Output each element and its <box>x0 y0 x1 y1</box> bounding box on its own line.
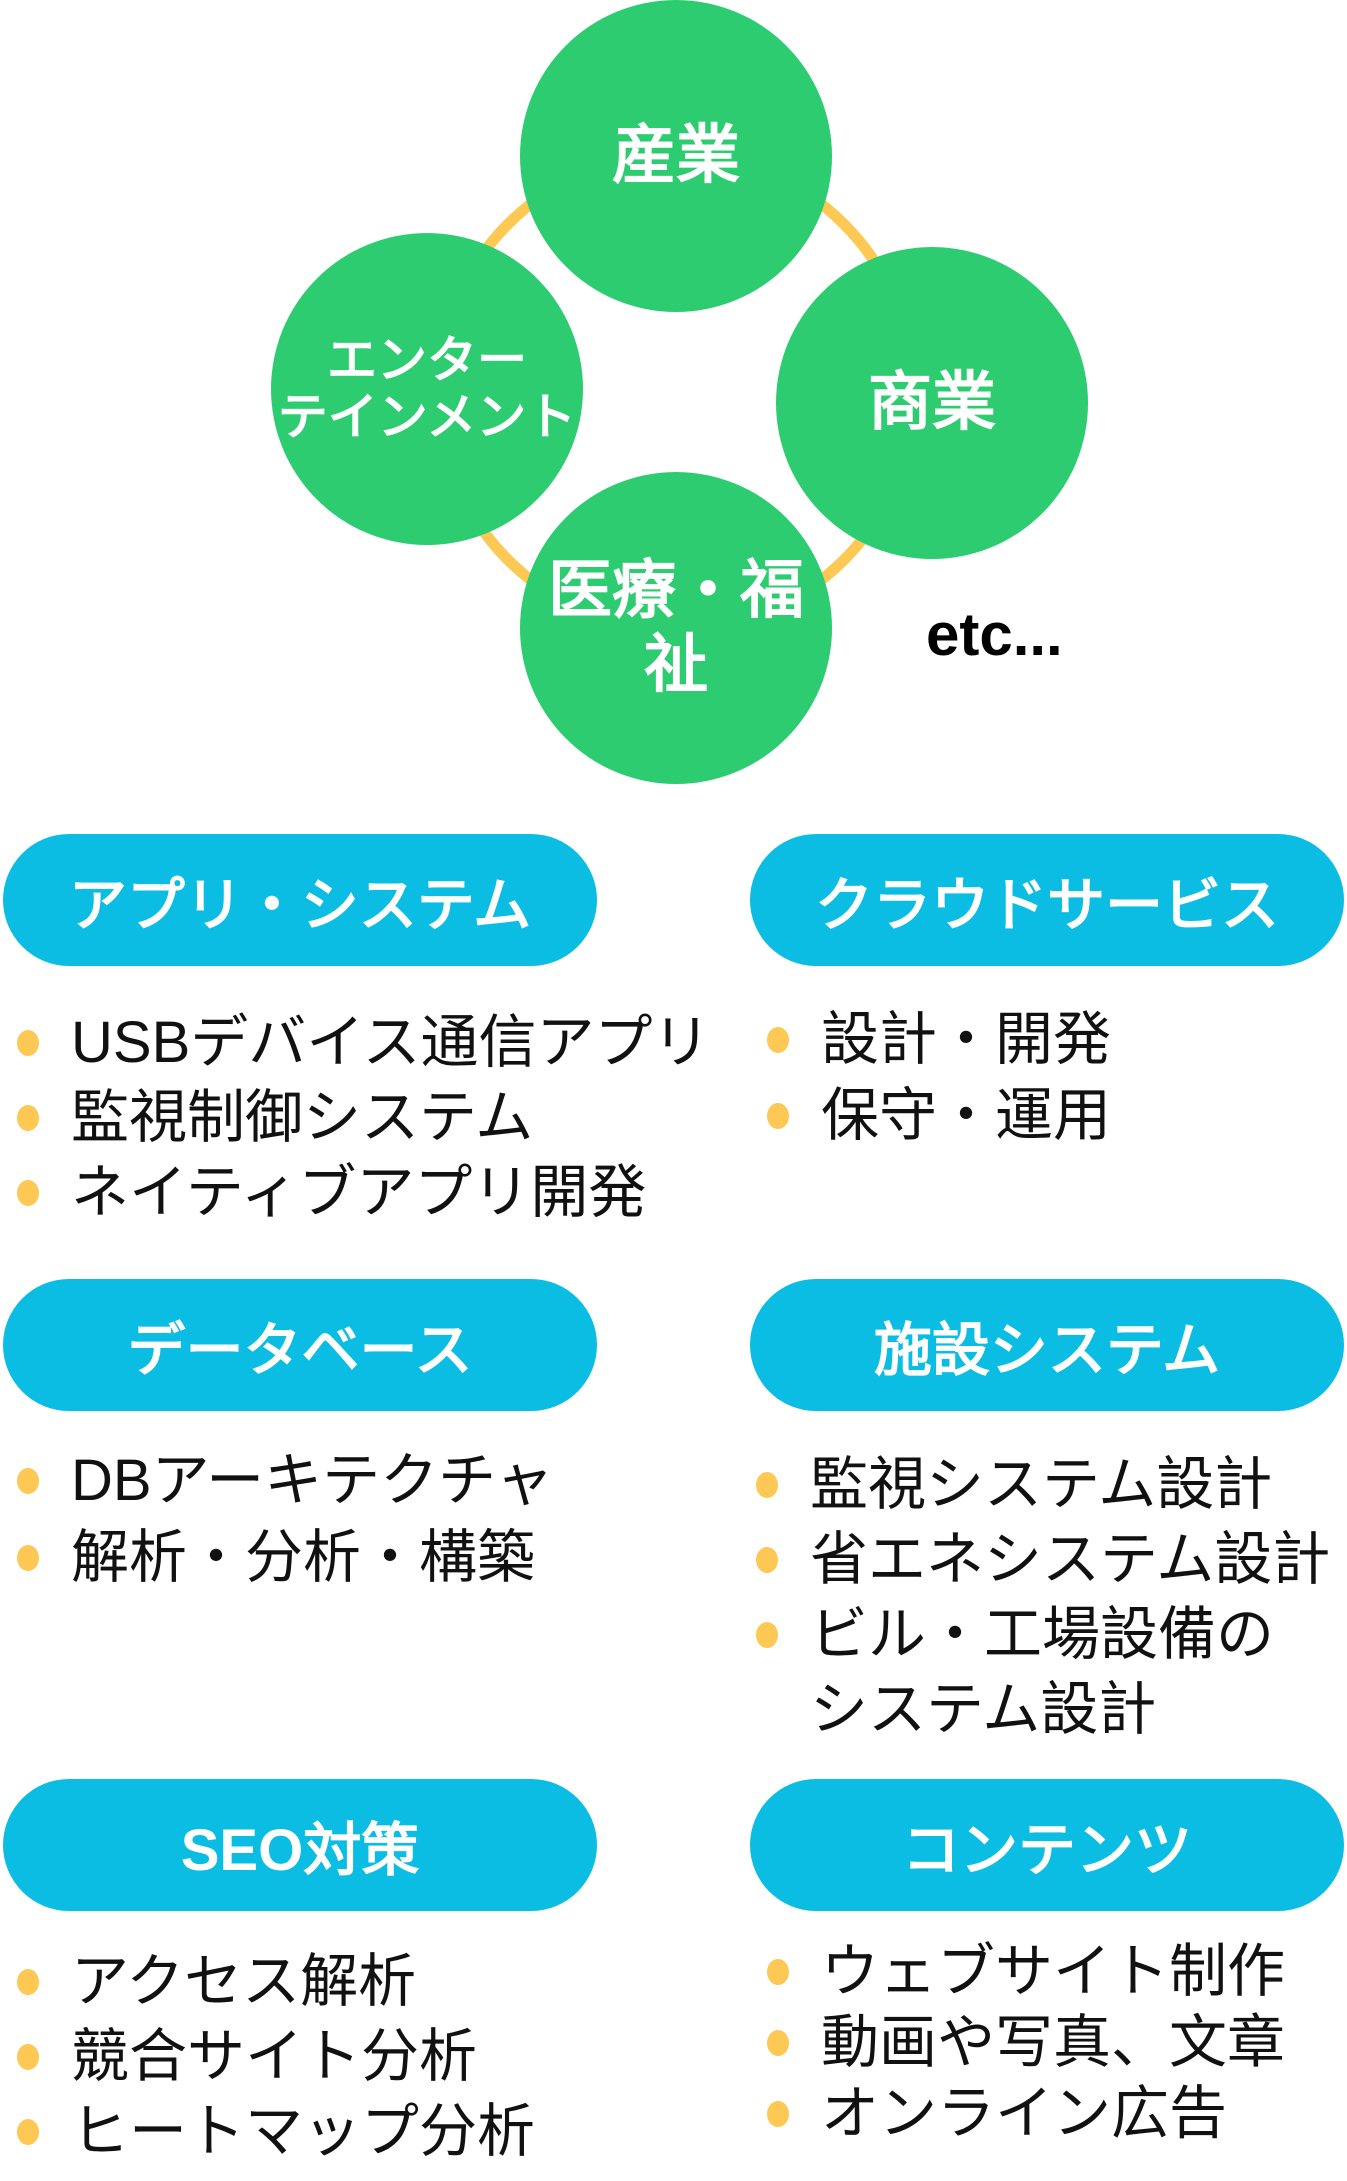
list-item: オンライン広告 <box>767 2078 1285 2149</box>
list-facility: 監視システム設計 省エネシステム設計 ビル・工場設備の システム設計 <box>756 1447 1330 1747</box>
item-text: ヒートマップ分析 <box>71 2099 536 2164</box>
bullet-icon <box>756 1471 778 1498</box>
bullet-icon <box>17 2043 39 2070</box>
bullet-icon <box>767 1958 789 1985</box>
bullet-icon <box>767 2100 789 2127</box>
circle-label: 医療・福祉 <box>548 554 804 700</box>
bullet-icon <box>17 1179 39 1206</box>
item-text: 競合サイト分析 <box>71 2024 478 2089</box>
circle-medical-welfare: 医療・福祉 <box>520 472 832 784</box>
list-item: 解析・分析・構築 <box>17 1519 554 1596</box>
section-pill-cloud: クラウドサービス <box>750 834 1344 966</box>
list-seo: アクセス解析 競合サイト分析 ヒートマップ分析 <box>17 1944 535 2169</box>
list-item: アクセス解析 <box>17 1944 535 2019</box>
etc-label: etc... <box>926 601 1063 668</box>
list-item: ネイティブアプリ開発 <box>17 1155 711 1230</box>
list-item: USBデバイス通信アプリ <box>17 1005 711 1080</box>
circle-label: 産業 <box>612 119 740 192</box>
item-text: システム設計 <box>810 1677 1157 1742</box>
list-item: システム設計 <box>756 1672 1330 1747</box>
section-title: データベース <box>127 1318 473 1383</box>
section-title: アプリ・システム <box>68 873 532 938</box>
item-text: オンライン広告 <box>821 2081 1228 2146</box>
list-cloud: 設計・開発 保守・運用 <box>767 1002 1111 1154</box>
item-text: 設計・開発 <box>821 1007 1112 1072</box>
bullet-icon <box>17 2118 39 2145</box>
list-item: 競合サイト分析 <box>17 2019 535 2094</box>
list-item: 監視システム設計 <box>756 1447 1330 1522</box>
list-item: 省エネシステム設計 <box>756 1522 1330 1597</box>
item-text: ウェブサイト制作 <box>821 1939 1286 2004</box>
bullet-icon <box>17 1104 39 1131</box>
section-title: 施設システム <box>873 1318 1221 1383</box>
section-title: クラウドサービス <box>814 873 1279 938</box>
circle-industry: 産業 <box>520 0 832 312</box>
bullet-icon <box>756 1546 778 1573</box>
section-pill-app-system: アプリ・システム <box>3 834 597 966</box>
item-text: ネイティブアプリ開発 <box>71 1160 647 1225</box>
section-title: SEO対策 <box>180 1818 420 1883</box>
section-pill-database: データベース <box>3 1279 597 1411</box>
item-text: DBアーキテクチャ <box>71 1448 554 1513</box>
list-item: 保守・運用 <box>767 1078 1111 1154</box>
item-text: ビル・工場設備の <box>810 1602 1275 1667</box>
bullet-icon <box>767 1027 789 1053</box>
list-item: ウェブサイト制作 <box>767 1936 1285 2007</box>
list-item: 監視制御システム <box>17 1080 711 1155</box>
bullet-icon <box>17 1467 39 1494</box>
list-item: ビル・工場設備の <box>756 1597 1330 1672</box>
bullet-icon <box>767 2029 789 2056</box>
list-contents: ウェブサイト制作 動画や写真、文章 オンライン広告 <box>767 1936 1285 2149</box>
bullet-icon <box>17 1968 39 1995</box>
list-database: DBアーキテクチャ 解析・分析・構築 <box>17 1442 554 1596</box>
list-item: DBアーキテクチャ <box>17 1442 554 1519</box>
section-pill-seo: SEO対策 <box>3 1779 597 1911</box>
item-text: 保守・運用 <box>821 1083 1112 1148</box>
list-item: 動画や写真、文章 <box>767 2007 1285 2078</box>
item-text: アクセス解析 <box>71 1949 417 2014</box>
circle-commerce: 商業 <box>776 247 1088 559</box>
circle-entertainment: エンター テインメント <box>271 233 583 545</box>
section-pill-facility: 施設システム <box>750 1279 1344 1411</box>
item-text: 監視制御システム <box>71 1085 534 1150</box>
circle-label: エンター テインメント <box>277 331 577 446</box>
bullet-icon <box>17 1029 39 1056</box>
bullet-icon <box>17 1544 39 1571</box>
item-text: 動画や写真、文章 <box>821 2010 1286 2075</box>
list-item: 設計・開発 <box>767 1002 1111 1078</box>
section-pill-contents: コンテンツ <box>750 1779 1344 1911</box>
bullet-icon <box>767 1103 789 1129</box>
item-text: USBデバイス通信アプリ <box>71 1010 711 1075</box>
list-app-system: USBデバイス通信アプリ 監視制御システム ネイティブアプリ開発 <box>17 1005 711 1230</box>
item-text: 省エネシステム設計 <box>810 1527 1331 1592</box>
list-item: ヒートマップ分析 <box>17 2094 535 2169</box>
item-text: 監視システム設計 <box>810 1452 1273 1517</box>
bullet-icon <box>756 1621 778 1648</box>
section-title: コンテンツ <box>901 1818 1192 1883</box>
circle-label: 商業 <box>868 366 996 439</box>
item-text: 解析・分析・構築 <box>71 1525 536 1590</box>
